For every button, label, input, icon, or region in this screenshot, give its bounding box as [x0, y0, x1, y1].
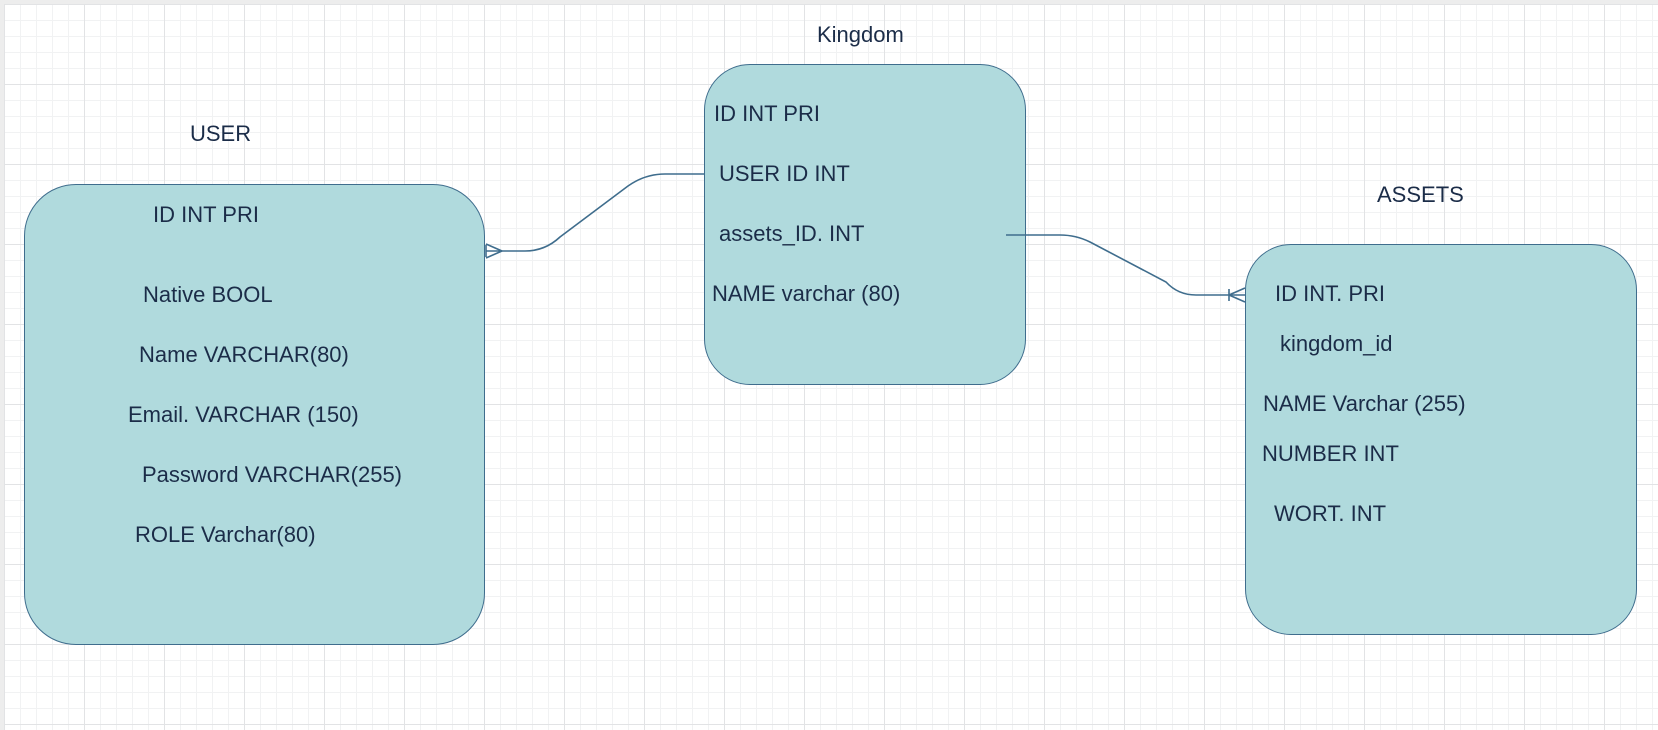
assets-field-id: ID INT. PRI — [1275, 281, 1386, 306]
relationship-kingdom-assets-crowfoot — [1228, 287, 1246, 303]
kingdom-entity-title: Kingdom — [817, 22, 904, 47]
assets-field-name: NAME Varchar (255) — [1263, 391, 1466, 416]
user-field-name: Name VARCHAR(80) — [139, 342, 349, 367]
relationship-kingdom-assets-line[interactable] — [1006, 234, 1245, 296]
user-field-password: Password VARCHAR(255) — [142, 462, 403, 487]
user-field-id: ID INT PRI — [153, 202, 259, 227]
assets-entity-title: ASSETS — [1377, 182, 1464, 207]
relationship-kingdom-user-crowfoot — [485, 243, 503, 259]
kingdom-field-user-id: USER ID INT — [719, 161, 850, 186]
assets-field-kingdom-id: kingdom_id — [1280, 331, 1393, 356]
user-entity-box[interactable] — [24, 184, 485, 645]
assets-field-number: NUMBER INT — [1262, 441, 1399, 466]
kingdom-field-assets-id: assets_ID. INT — [719, 221, 865, 246]
canvas-top-border — [0, 0, 1658, 4]
user-entity-title: USER — [190, 121, 252, 146]
assets-field-wort: WORT. INT — [1274, 501, 1387, 526]
canvas-left-border — [0, 0, 4, 730]
user-field-native: Native BOOL — [143, 282, 273, 307]
kingdom-field-id: ID INT PRI — [714, 101, 820, 126]
user-field-role: ROLE Varchar(80) — [135, 522, 316, 547]
relationship-kingdom-user-line[interactable] — [486, 173, 704, 252]
kingdom-entity-box[interactable] — [704, 64, 1026, 385]
user-field-email: Email. VARCHAR (150) — [128, 402, 359, 427]
kingdom-field-name: NAME varchar (80) — [712, 281, 901, 306]
assets-entity-box[interactable] — [1245, 244, 1637, 635]
